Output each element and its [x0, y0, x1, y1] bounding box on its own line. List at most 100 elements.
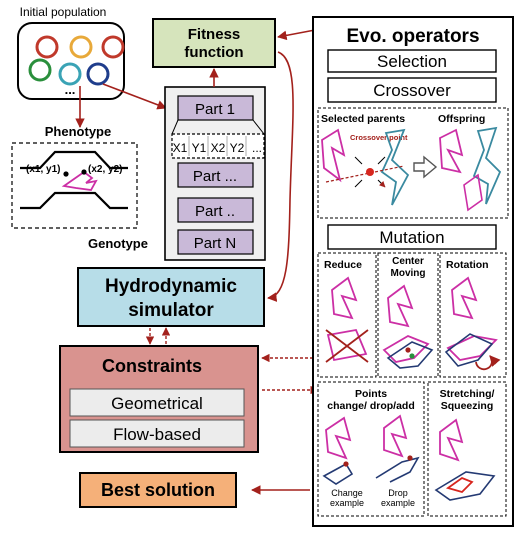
crossover-box	[327, 77, 497, 103]
mutation-label: Mutation	[379, 228, 444, 247]
phenotype-point-2	[81, 169, 87, 175]
fitness-line-2: function	[184, 44, 243, 61]
genotype-expand-lines	[171, 119, 265, 135]
crossover-label: Crossover	[373, 81, 451, 100]
offspring-shape-teal	[472, 126, 502, 205]
phenotype-point-1	[63, 171, 69, 177]
population-circle	[28, 58, 52, 82]
points-change-shape-4	[375, 456, 420, 483]
parent-shape-teal	[380, 128, 410, 206]
simulator-line-2: simulator	[128, 300, 214, 321]
population-ellipsis: ...	[65, 82, 76, 97]
population-circles	[28, 35, 125, 86]
stretching-shape-inner	[445, 476, 474, 494]
fitness-line-1: Fitness	[188, 26, 241, 43]
genotype-title: Genotype	[88, 236, 148, 251]
center-moving-label-2: Moving	[391, 268, 426, 279]
best-solution-box	[79, 472, 237, 508]
genotype-coord: Y1	[192, 141, 207, 155]
population-circle	[69, 35, 93, 59]
best-solution-label: Best solution	[101, 480, 215, 500]
stretching-shape-top	[439, 418, 464, 462]
genotype-coord: Y2	[230, 141, 245, 155]
points-change-panel	[317, 381, 425, 517]
center-moving-shape-bottom	[382, 335, 430, 363]
genotype-coord: ...	[252, 141, 262, 155]
genotype-part-4: Part N	[194, 235, 237, 252]
reduce-shape-top	[331, 276, 358, 320]
change-example-label-1: Change	[331, 488, 363, 498]
genotype-part-4-box	[177, 229, 254, 255]
genotype-part-1: Part 1	[195, 101, 235, 118]
crossover-point-label: Crossover point	[350, 133, 408, 142]
genotype-part-2: Part ...	[193, 168, 237, 185]
arrow-population-to-genotype	[102, 83, 167, 110]
drop-example-label-1: Drop	[388, 488, 408, 498]
constraint-geometrical: Geometrical	[111, 394, 203, 413]
parent-shape-magenta	[321, 128, 346, 183]
rotation-arrow-icon	[475, 355, 501, 371]
points-change-shape-1	[325, 416, 352, 460]
reduce-cross	[325, 329, 369, 363]
stretching-shape-bottom	[434, 471, 496, 501]
center-moving-dot-1	[405, 347, 411, 353]
offspring-shape-magenta	[439, 128, 464, 174]
change-point-marker	[343, 461, 349, 467]
constraint-flow-box	[69, 419, 245, 448]
points-change-label-1: Points	[355, 388, 387, 400]
center-moving-dot-2	[409, 353, 415, 359]
phenotype-title: Phenotype	[45, 124, 111, 139]
population-title: Initial population	[20, 5, 107, 19]
rotation-shape-rotated	[444, 333, 494, 367]
offspring-label: Offspring	[438, 113, 485, 125]
arrow-fitness-to-simulator	[267, 51, 294, 302]
genotype-part-3: Part ..	[195, 203, 235, 220]
arrow-evo-to-fitness	[277, 29, 316, 41]
stretching-label-1: Stretching/	[440, 388, 495, 400]
points-change-label-2: change/ drop/add	[327, 400, 415, 412]
rotation-panel	[439, 252, 507, 378]
constraint-flow: Flow-based	[113, 425, 201, 444]
points-change-shape-3	[322, 462, 354, 485]
fitness-box	[152, 18, 276, 68]
simulator-line-1: Hydrodynamic	[105, 276, 237, 297]
phenotype-box	[11, 142, 138, 229]
reduce-shape-bottom	[326, 328, 368, 362]
crossover-point-marker	[366, 168, 374, 176]
stretching-label-2: Squeezing	[441, 400, 494, 412]
population-circle	[101, 35, 125, 59]
phenotype-point-2-label: (x2, y2)	[88, 164, 122, 175]
points-change-shape-2	[383, 414, 408, 458]
change-example-label-2: example	[330, 498, 364, 508]
channel-top-wall	[20, 150, 128, 170]
genotype-coords: X1 Y1 X2 Y2...	[173, 136, 262, 156]
drop-point-marker	[407, 455, 413, 461]
genotype-part-2-box	[177, 162, 254, 188]
center-moving-label-1: Center	[392, 256, 424, 267]
crossover-arrows	[354, 156, 385, 187]
simulator-box	[77, 267, 265, 327]
mutation-box	[327, 224, 497, 250]
crossover-cut-line	[325, 165, 405, 183]
genotype-coord: X1	[173, 141, 188, 155]
center-moving-shape-moved	[386, 341, 434, 369]
constraints-title: Constraints	[102, 356, 202, 376]
population-circle	[86, 62, 110, 86]
rotation-label: Rotation	[446, 259, 489, 271]
constraint-geometrical-box	[69, 388, 245, 417]
genotype-coord: X2	[211, 141, 226, 155]
selected-parents-label: Selected parents	[321, 113, 405, 125]
reduce-label: Reduce	[324, 259, 362, 271]
channel-bottom-wall	[20, 191, 128, 210]
genotype-coords-box	[171, 133, 265, 159]
rotation-shape-top	[451, 276, 478, 320]
drop-example-label-2: example	[381, 498, 415, 508]
population-circle	[35, 35, 59, 59]
center-moving-panel	[377, 252, 439, 378]
selection-box	[327, 49, 497, 73]
genotype-part-3-box	[177, 197, 254, 223]
phenotype-point-1-label: (x1, y1)	[26, 164, 60, 175]
genotype-part-1-box	[177, 95, 254, 121]
selection-label: Selection	[377, 52, 447, 71]
